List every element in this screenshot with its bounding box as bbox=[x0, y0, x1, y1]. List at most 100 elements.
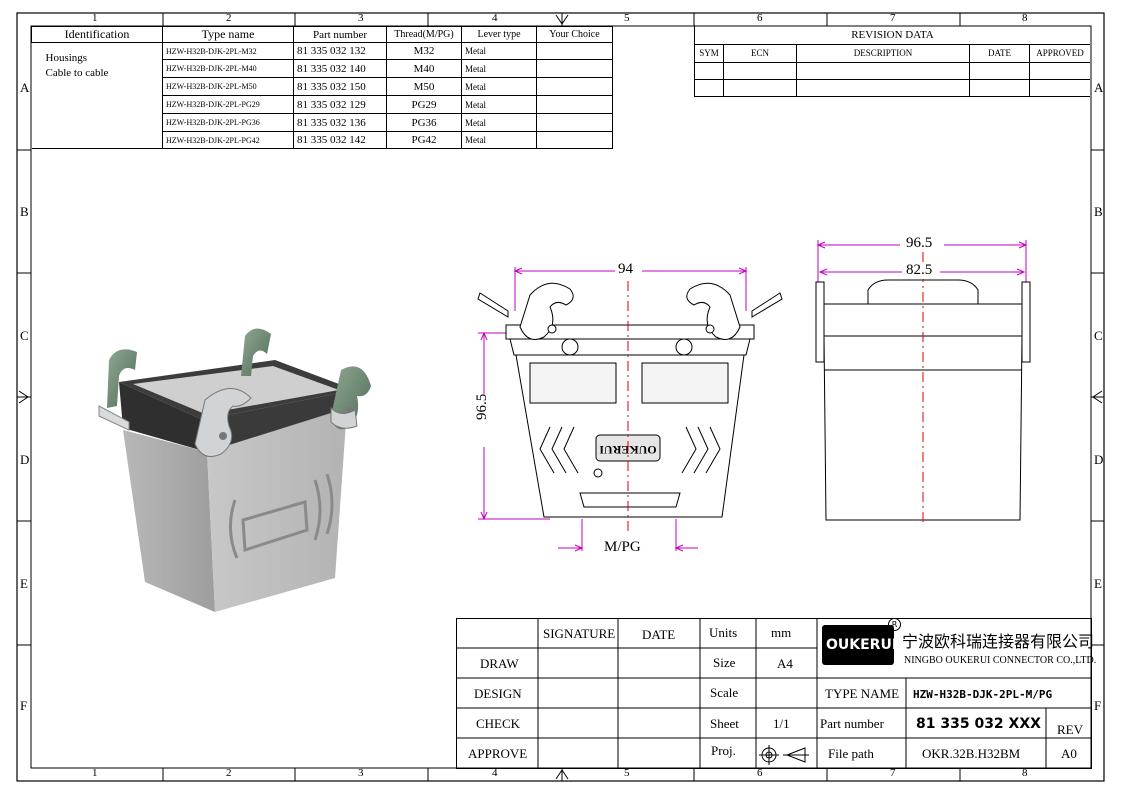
tb-role-design: DESIGN bbox=[474, 686, 522, 701]
row-label-left: E bbox=[20, 576, 28, 591]
cell-choice[interactable] bbox=[536, 95, 613, 114]
cell-thread: M32 bbox=[386, 42, 462, 60]
row-label-right: D bbox=[1094, 452, 1104, 467]
revision-cell bbox=[969, 61, 1030, 80]
registered-mark-icon: R bbox=[888, 618, 901, 631]
cell-choice[interactable] bbox=[536, 77, 613, 96]
dim-side-inner-width: 82.5 bbox=[906, 262, 933, 279]
row-label-right: F bbox=[1094, 698, 1102, 713]
revision-cell bbox=[694, 61, 724, 80]
revision-cell bbox=[796, 61, 970, 80]
cell-choice[interactable] bbox=[536, 113, 613, 132]
cell-type: HZW-H32B-DJK-2PL-M50 bbox=[162, 77, 294, 96]
identification-cell: Housings Cable to cable bbox=[31, 42, 163, 149]
revision-cell bbox=[1029, 61, 1090, 80]
cell-type: HZW-H32B-DJK-2PL-PG42 bbox=[162, 131, 294, 149]
row-label-left: C bbox=[20, 328, 29, 343]
tb-signature-header: SIGNATURE bbox=[543, 626, 616, 641]
tb-proj-label: Proj. bbox=[711, 743, 736, 758]
cell-type: HZW-H32B-DJK-2PL-M32 bbox=[162, 42, 294, 60]
revision-cell bbox=[723, 78, 797, 97]
row-label-left: A bbox=[20, 80, 30, 95]
cell-lever: Metal bbox=[461, 131, 537, 149]
revision-header-ecn: ECN bbox=[723, 43, 797, 63]
front-levers bbox=[477, 282, 783, 356]
cell-thread: PG36 bbox=[386, 113, 462, 132]
company-logo-text: OUKERUI bbox=[826, 637, 898, 653]
revision-cell bbox=[1029, 78, 1090, 97]
cell-thread: PG42 bbox=[386, 131, 462, 149]
cell-lever: Metal bbox=[461, 95, 537, 114]
company-name-en: NINGBO OUKERUI CONNECTOR CO.,LTD. bbox=[904, 655, 1097, 666]
tb-date-header: DATE bbox=[642, 627, 676, 642]
cell-lever: Metal bbox=[461, 113, 537, 132]
tb-type-name-label: TYPE NAME bbox=[825, 686, 900, 701]
cell-thread: M50 bbox=[386, 77, 462, 96]
col-label-top: 7 bbox=[890, 12, 896, 24]
revision-cell bbox=[694, 78, 724, 97]
cell-part: 81 335 032 129 bbox=[293, 95, 387, 114]
col-label-top: 4 bbox=[492, 12, 498, 24]
lever-left-back bbox=[107, 349, 137, 408]
header-part-number: Part number bbox=[293, 26, 387, 43]
cell-part: 81 335 032 140 bbox=[293, 59, 387, 78]
revision-header-sym: SYM bbox=[694, 43, 724, 63]
cell-thread: PG29 bbox=[386, 95, 462, 114]
dim-front-width: 94 bbox=[618, 261, 633, 278]
side-dimension-lines bbox=[816, 240, 1028, 286]
row-label-right: B bbox=[1094, 204, 1103, 219]
housing-side-left bbox=[123, 430, 215, 612]
row-label-left: F bbox=[20, 698, 28, 713]
projection-symbol-icon bbox=[759, 745, 809, 765]
tb-units-value: mm bbox=[771, 625, 792, 640]
col-label-top: 2 bbox=[226, 12, 232, 24]
col-label-bottom: 4 bbox=[492, 767, 498, 779]
cell-choice[interactable] bbox=[536, 42, 613, 60]
front-housing-outline bbox=[505, 324, 755, 518]
tb-size-label: Size bbox=[713, 655, 736, 670]
dim-front-height: 96.5 bbox=[474, 393, 491, 420]
cell-thread: M40 bbox=[386, 59, 462, 78]
title-block-grid bbox=[456, 618, 1092, 769]
tb-size-value: A4 bbox=[777, 656, 793, 671]
lever-right-back bbox=[241, 328, 271, 376]
tb-type-name-value: HZW-H32B-DJK-2PL-M/PG bbox=[913, 688, 1053, 701]
tb-file-path-value: OKR.32B.H32BM bbox=[922, 746, 1021, 761]
col-label-top: 1 bbox=[92, 12, 98, 24]
col-label-top: 5 bbox=[624, 12, 630, 24]
cell-type: HZW-H32B-DJK-2PL-PG36 bbox=[162, 113, 294, 132]
tb-sheet-value: 1/1 bbox=[773, 716, 790, 731]
tb-role-check: CHECK bbox=[476, 716, 521, 731]
cell-choice[interactable] bbox=[536, 59, 613, 78]
company-logo: OUKERUI bbox=[822, 625, 898, 665]
col-label-top: 8 bbox=[1022, 12, 1028, 24]
identification-line: Cable to cable bbox=[45, 67, 109, 79]
tb-sheet-label: Sheet bbox=[710, 716, 739, 731]
revision-header-approved: APPROVED bbox=[1029, 43, 1090, 63]
header-type-name: Type name bbox=[162, 26, 294, 43]
col-label-bottom: 5 bbox=[624, 767, 630, 779]
cell-part: 81 335 032 150 bbox=[293, 77, 387, 96]
parts-table: Identification Type name Part number Thr… bbox=[31, 26, 613, 149]
row-label-left: D bbox=[20, 452, 30, 467]
cell-lever: Metal bbox=[461, 59, 537, 78]
revision-cell bbox=[796, 78, 970, 97]
revision-table: REVISION DATA SYM ECN DESCRIPTION DATE A… bbox=[694, 26, 1090, 97]
revision-title: REVISION DATA bbox=[694, 26, 1090, 45]
tb-units-label: Units bbox=[709, 625, 738, 640]
side-view-drawing bbox=[815, 240, 1031, 526]
tb-file-path-label: File path bbox=[828, 746, 874, 761]
col-label-bottom: 2 bbox=[226, 767, 232, 779]
cell-part: 81 335 032 142 bbox=[293, 131, 387, 149]
col-label-bottom: 6 bbox=[757, 767, 763, 779]
header-your-choice: Your Choice bbox=[536, 26, 613, 43]
row-label-right: C bbox=[1094, 328, 1103, 343]
housing-3d-render bbox=[98, 328, 371, 612]
dim-side-outer-width: 96.5 bbox=[906, 235, 933, 252]
tb-rev-label: REV bbox=[1057, 722, 1083, 737]
cell-type: HZW-H32B-DJK-2PL-PG29 bbox=[162, 95, 294, 114]
revision-header-description: DESCRIPTION bbox=[796, 43, 970, 63]
cell-choice[interactable] bbox=[536, 131, 613, 149]
front-relief-chevrons bbox=[539, 426, 721, 474]
col-label-bottom: 8 bbox=[1022, 767, 1028, 779]
